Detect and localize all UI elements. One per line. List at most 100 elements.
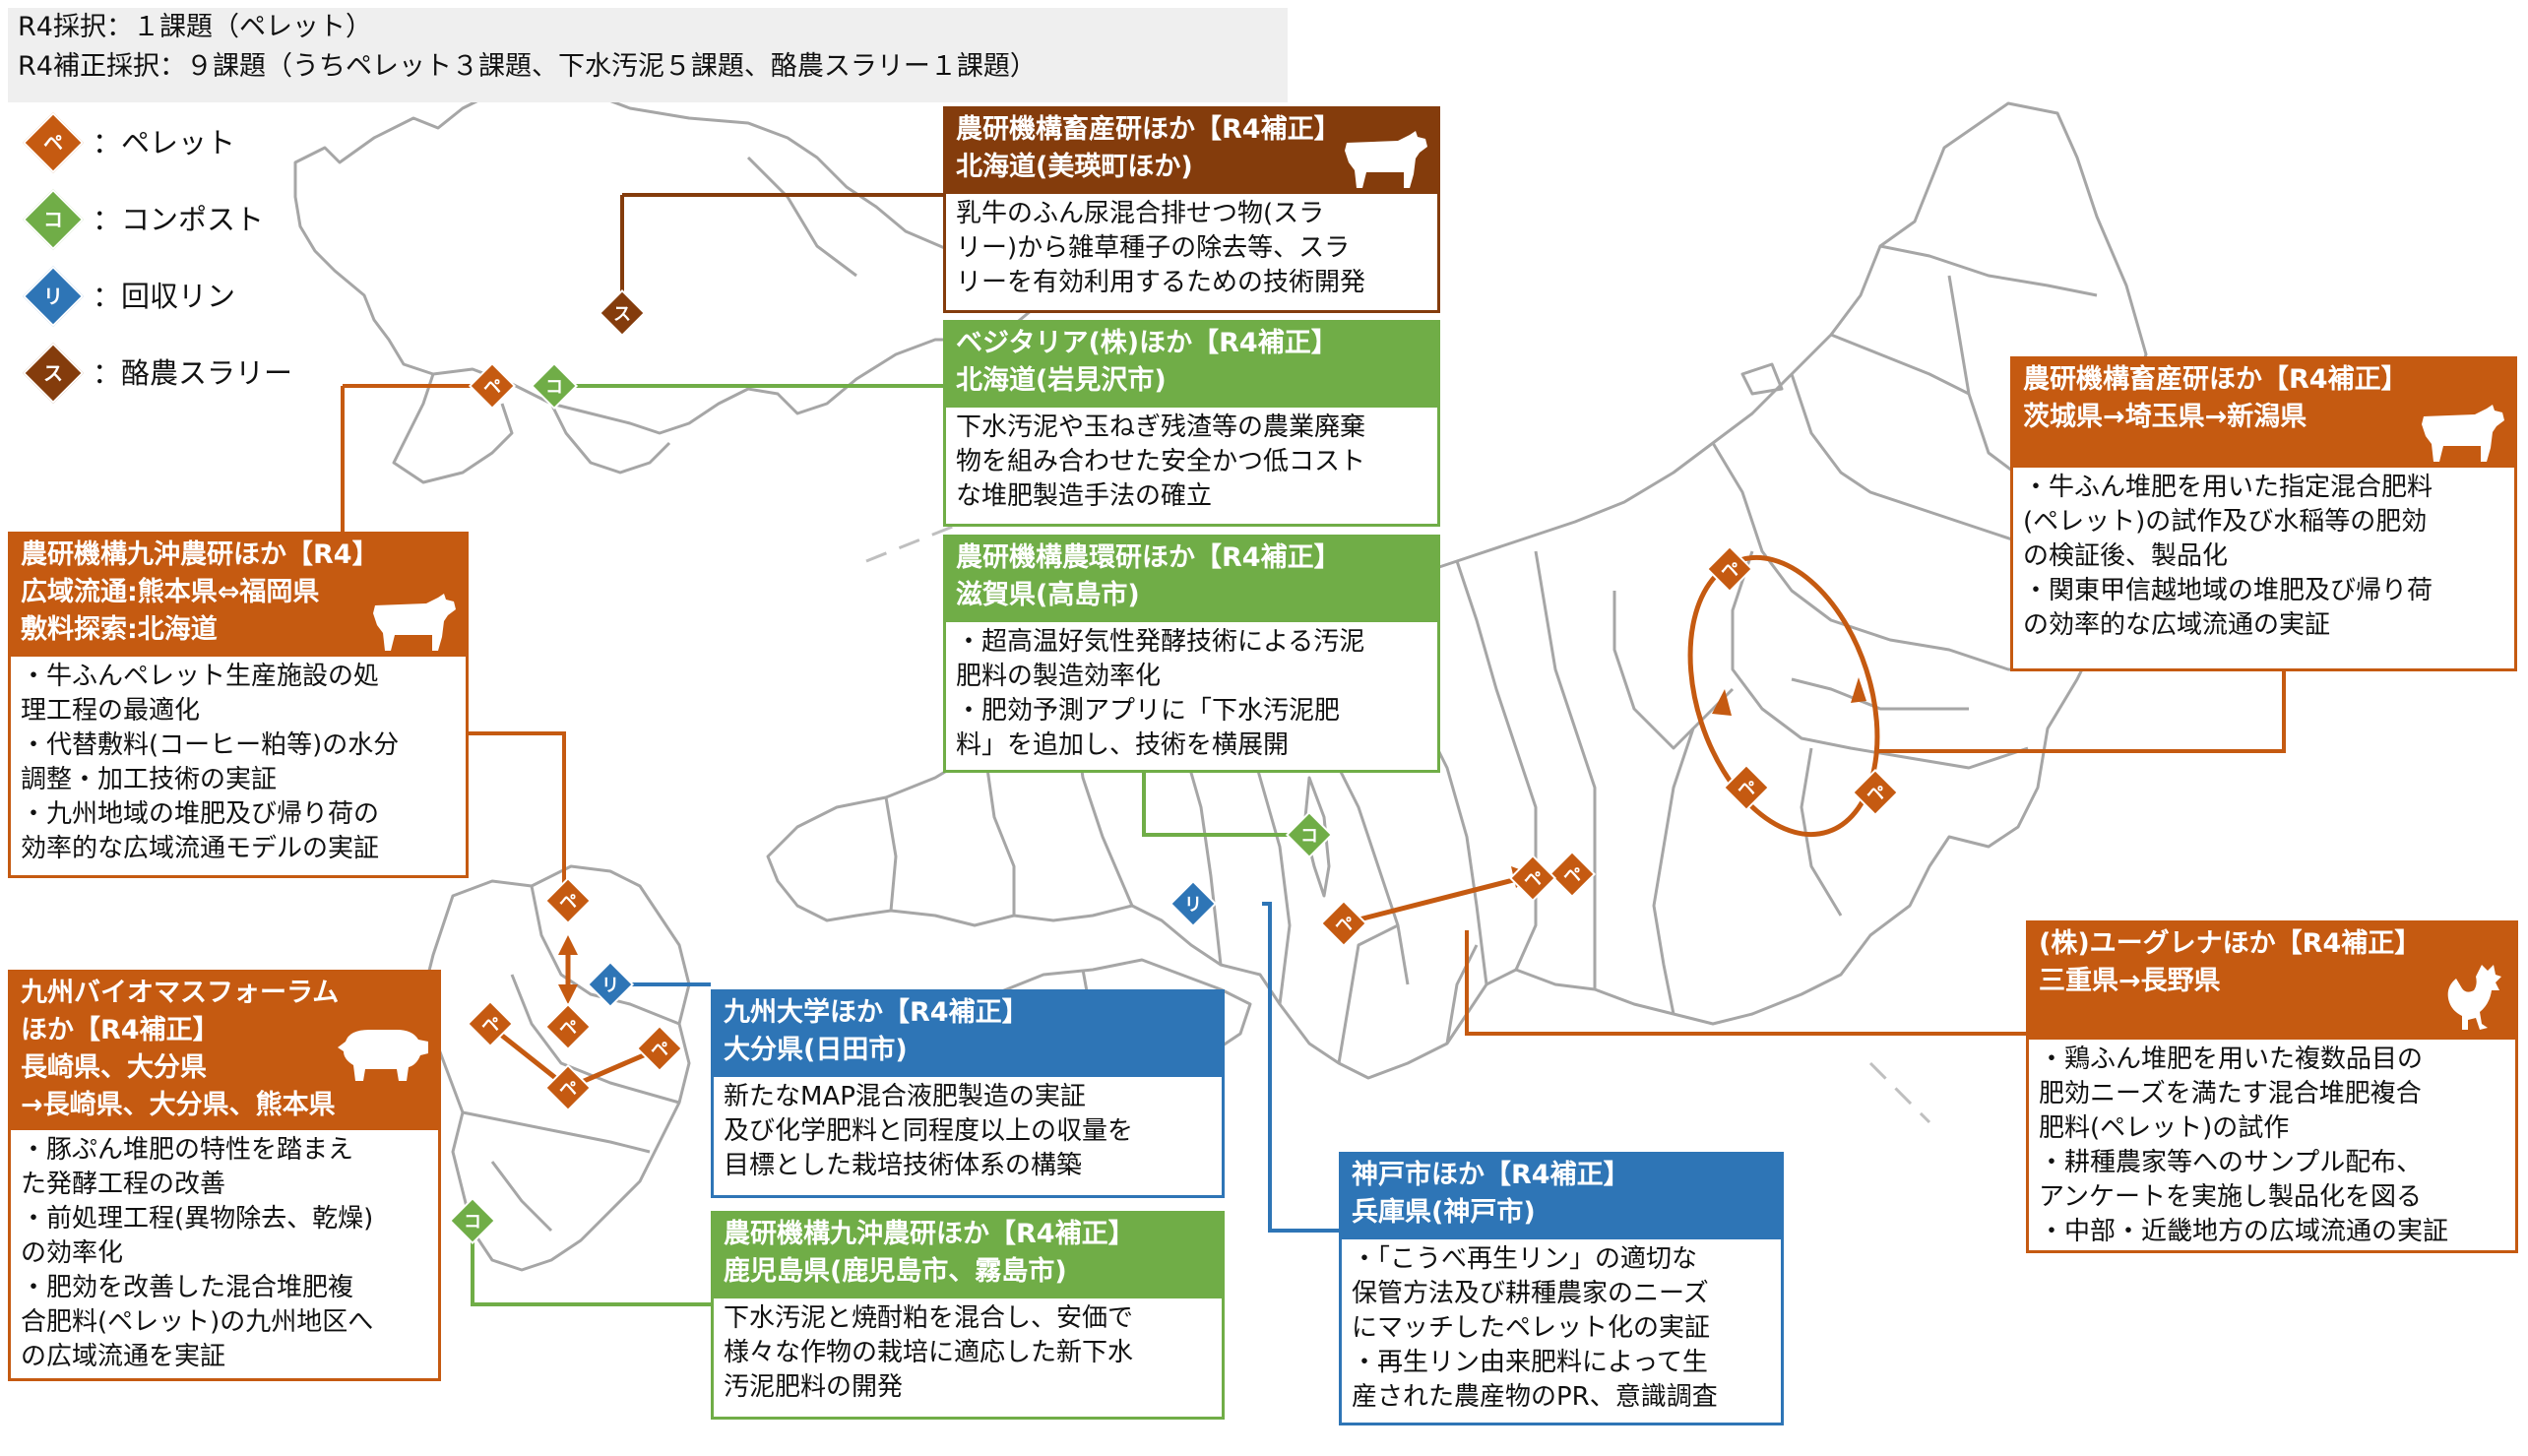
- card-text: ・耕種農家等へのサンプル配布、: [2039, 1148, 2423, 1177]
- pellet-marker-icon: ペ: [466, 999, 515, 1048]
- card-title: 九州バイオマスフォーラム: [21, 978, 340, 1008]
- marker-char: コ: [464, 1212, 481, 1233]
- card-text: 物を組み合わせた安全かつ低コスト: [956, 447, 1366, 476]
- card-header: 九州バイオマスフォーラム ほか【R4補正】 長崎県、大分県 →長崎県、大分県、熊…: [11, 973, 438, 1130]
- phosphorus-marker-icon: リ: [586, 960, 635, 1009]
- pellet-marker-icon: ペ: [1508, 854, 1557, 903]
- card-body: ・牛ふんペレット生産施設の処 理工程の最適化 ・代替敷料(コーヒー粕等)の水分 …: [11, 657, 466, 869]
- hokkaido-outline: [293, 87, 1045, 435]
- card-text: た発酵工程の改善: [21, 1170, 226, 1199]
- pellet-marker-icon: ペ: [1548, 850, 1597, 899]
- connector-kagoshima: [471, 1221, 711, 1306]
- card-text: ・関東甲信越地域の堆肥及び帰り荷: [2023, 576, 2433, 605]
- card-subtitle: 滋賀県(高島市): [956, 580, 1140, 610]
- card-text: の効率的な広域流通の実証: [2023, 610, 2331, 640]
- card-text: アンケートを実施し製品化を図る: [2039, 1182, 2422, 1212]
- project-card-kyushu-okinawa-r4: 農研機構九沖農研ほか【R4】 広域流通:熊本県⇔福岡県 敷料探索:北海道 ・牛ふ…: [8, 532, 469, 878]
- card-text: 様々な作物の栽培に適応した新下水: [724, 1338, 1134, 1367]
- arrowhead: [558, 935, 578, 955]
- card-body: 下水汚泥と焼酎粕を混合し、安価で 様々な作物の栽培に適応した新下水 汚泥肥料の開…: [714, 1298, 1222, 1408]
- legend-char: リ: [43, 285, 63, 308]
- card-title: 農研機構畜産研ほか【R4補正】: [956, 114, 1341, 145]
- card-subtitle: 茨城県→埼玉県→新潟県: [2023, 402, 2307, 432]
- card-title: 九州大学ほか【R4補正】: [724, 997, 1029, 1028]
- card-text: 及び化学肥料と同程度以上の収量を: [724, 1116, 1134, 1146]
- marker-layer: スペココリリペペペペペペコペペペペペ: [448, 288, 1900, 1245]
- card-subtitle: 三重県→長野県: [2039, 966, 2221, 996]
- marker-char: ペ: [1866, 784, 1884, 804]
- pellet-marker-icon: ペ: [635, 1024, 684, 1073]
- legend-item-pellet: ペ ：ペレット: [22, 111, 347, 174]
- card-title: 農研機構農環研ほか【R4補正】: [956, 542, 1341, 573]
- marker-char: ペ: [1563, 865, 1581, 886]
- card-body: ・牛ふん堆肥を用いた指定混合肥料 (ペレット)の試作及び水稲等の肥効 の検証後、…: [2013, 468, 2514, 646]
- card-text: ・再生リン由来肥料によって生: [1352, 1348, 1708, 1377]
- card-text: 効率的な広域流通モデルの実証: [21, 834, 380, 863]
- card-text: の効率化: [21, 1238, 124, 1268]
- card-text: 乳牛のふん尿混合排せつ物(スラ: [956, 199, 1325, 228]
- card-text: ・肥効予測アプリに「下水汚泥肥: [956, 696, 1341, 726]
- card-header: (株)ユーグレナほか【R4補正】 三重県→長野県: [2029, 923, 2515, 1040]
- summary-line-2: R4補正採択：９課題（うちペレット３課題、下水汚泥５課題、酪農スラリー１課題）: [18, 51, 1037, 82]
- card-title: (株)ユーグレナほか【R4補正】: [2039, 928, 2422, 959]
- card-subtitle: 北海道(岩見沢市): [956, 365, 1167, 396]
- card-body: 新たなMAP混合液肥製造の実証 及び化学肥料と同程度以上の収量を 目標とした栽培…: [714, 1077, 1222, 1186]
- card-title: ほか【R4補正】: [21, 1015, 220, 1045]
- card-text: 新たなMAP混合液肥製造の実証: [724, 1082, 1086, 1111]
- connector-kanto: [1875, 669, 2286, 753]
- marker-char: ペ: [651, 1040, 668, 1060]
- legend-item-slurry: ス ：酪農スラリー: [22, 342, 347, 405]
- card-body: ・超高温好気性発酵技術による汚泥 肥料の製造効率化 ・肥効予測アプリに「下水汚泥…: [946, 622, 1437, 766]
- card-header: 農研機構畜産研ほか【R4補正】 北海道(美瑛町ほか): [946, 109, 1437, 194]
- card-text: 下水汚泥と焼酎粕を混合し、安価で: [724, 1303, 1134, 1333]
- compost-marker-icon: コ: [448, 1196, 497, 1245]
- card-subtitle: 広域流通:熊本県⇔福岡県: [21, 577, 320, 607]
- marker-char: ペ: [1524, 869, 1542, 890]
- legend-label: ：回収リン: [93, 280, 236, 313]
- card-header: 農研機構農環研ほか【R4補正】 滋賀県(高島市): [946, 538, 1437, 622]
- marker-char: リ: [601, 976, 619, 996]
- card-text: ・中部・近畿地方の広域流通の実証: [2039, 1217, 2449, 1246]
- connector-kyushu-r4-a: [341, 384, 492, 532]
- card-text: な堆肥製造手法の確立: [956, 481, 1213, 511]
- card-text: (ペレット)の試作及び水稲等の肥効: [2023, 507, 2428, 537]
- chicken-icon: [2447, 965, 2501, 1030]
- card-subtitle: →長崎県、大分県、熊本県: [21, 1090, 336, 1120]
- project-card-vegetalia: ベジタリア(株)ほか【R4補正】 北海道(岩見沢市) 下水汚泥や玉ねぎ残渣等の農…: [943, 320, 1440, 527]
- card-text: 保管方法及び耕種農家のニーズ: [1352, 1279, 1709, 1308]
- card-text: にマッチしたペレット化の実証: [1352, 1313, 1711, 1343]
- card-text: の検証後、製品化: [2023, 541, 2229, 571]
- legend-item-phosphorus: リ ：回収リン: [22, 265, 347, 328]
- pellet-marker-icon: ペ: [1705, 544, 1754, 594]
- marker-char: ペ: [559, 892, 577, 913]
- cow-icon: [373, 594, 456, 651]
- card-text: 目標とした栽培技術体系の構築: [724, 1151, 1083, 1180]
- marker-char: ス: [613, 304, 631, 325]
- pellet-marker-icon: ペ: [1851, 768, 1900, 817]
- connector-euglena: [1465, 930, 2026, 1036]
- card-subtitle: 鹿児島県(鹿児島市、霧島市): [724, 1256, 1067, 1287]
- phosphorus-marker-icon: リ: [1169, 879, 1218, 928]
- project-card-kyushu-biomass: 九州バイオマスフォーラム ほか【R4補正】 長崎県、大分県 →長崎県、大分県、熊…: [8, 970, 441, 1381]
- connector-shiga: [1142, 773, 1309, 837]
- card-text: 理工程の最適化: [21, 696, 201, 726]
- card-text: 調整・加工技術の実証: [21, 765, 278, 794]
- card-header: 九州大学ほか【R4補正】 大分県(日田市): [714, 992, 1222, 1077]
- flow-euglena: [1343, 875, 1522, 926]
- card-body: ・豚ぷん堆肥の特性を踏まえ た発酵工程の改善 ・前処理工程(異物除去、乾燥) の…: [11, 1130, 438, 1377]
- card-text: ・九州地域の堆肥及び帰り荷の: [21, 799, 380, 829]
- card-body: ・「こうべ再生リン」の適切な 保管方法及び耕種農家のニーズ にマッチしたペレット…: [1342, 1239, 1781, 1418]
- marker-char: リ: [1184, 895, 1202, 916]
- project-card-shiga: 農研機構農環研ほか【R4補正】 滋賀県(高島市) ・超高温好気性発酵技術による汚…: [943, 535, 1440, 773]
- pellet-marker-icon: ペ: [543, 1002, 593, 1051]
- card-text: ・鶏ふん堆肥を用いた複数品目の: [2039, 1045, 2424, 1074]
- kyushu-outline: [421, 864, 691, 1272]
- card-text: ・前処理工程(異物除去、乾燥): [21, 1204, 374, 1234]
- marker-char: ペ: [481, 1015, 499, 1036]
- marker-char: ペ: [483, 377, 501, 398]
- arrowhead: [1851, 677, 1866, 703]
- compost-marker-icon: コ: [530, 361, 579, 411]
- card-subtitle: 北海道(美瑛町ほか): [956, 152, 1193, 182]
- card-text: ・豚ぷん堆肥の特性を踏まえ: [21, 1135, 354, 1165]
